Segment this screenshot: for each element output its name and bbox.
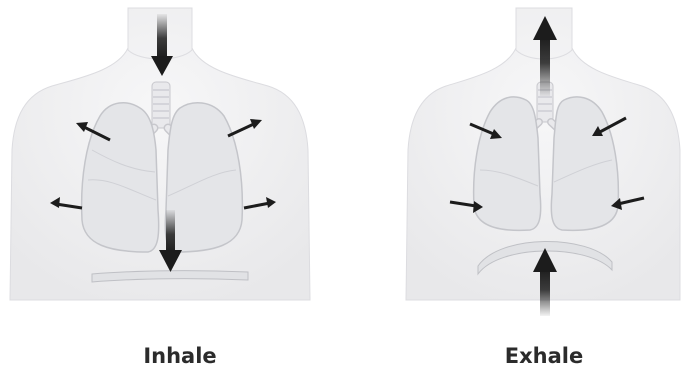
inhale-label: Inhale (80, 344, 280, 368)
exhale-figure (406, 8, 680, 316)
exhale-label: Exhale (444, 344, 644, 368)
inhale-figure (10, 8, 310, 300)
